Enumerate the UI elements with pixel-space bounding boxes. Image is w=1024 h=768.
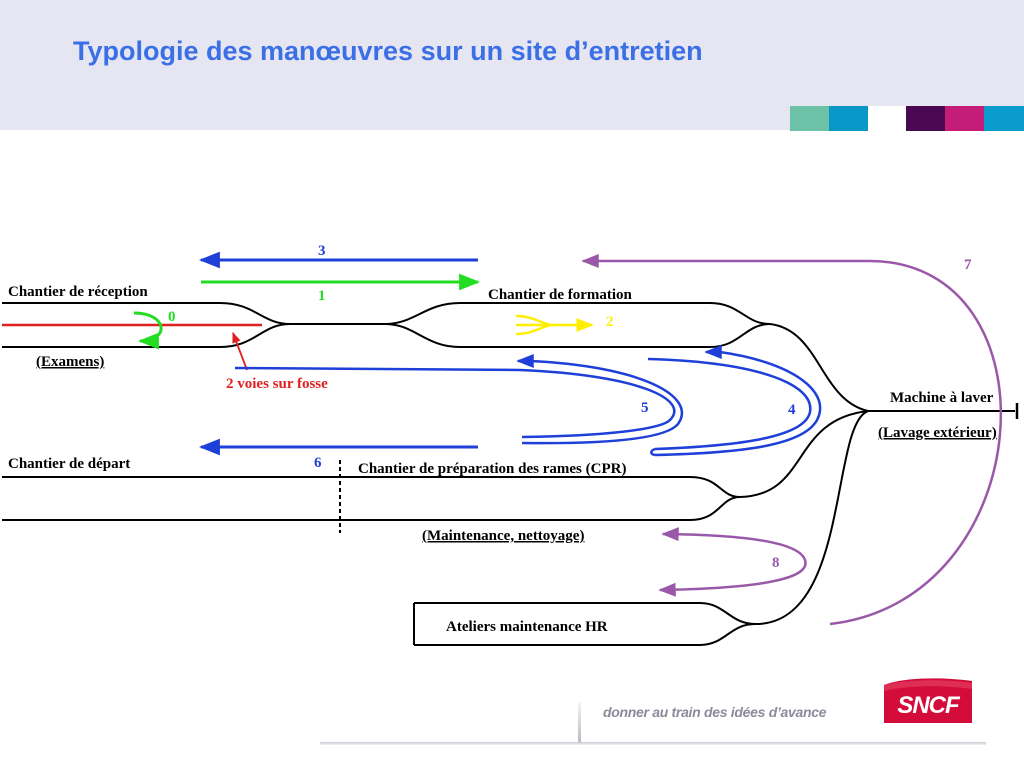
maneuver-0-arrow [133,311,163,350]
maneuver-2-arrow [515,314,594,336]
color-swatch-6 [984,106,1024,131]
maneuver-5-number: 5 [641,400,649,416]
color-swatch-1 [790,106,829,131]
maneuver-3-number: 3 [318,243,326,259]
maneuver-4-arrow [647,345,822,457]
track-reception-lower [2,323,291,348]
maneuver-7-arrow [581,254,1003,626]
label-cpr: Chantier de préparation des rames (CPR) [358,461,626,477]
track-ateliers-exit [754,410,869,626]
track-reception-upper [2,302,291,325]
maneuver-5-arrow [234,354,684,445]
label-machine: Machine à laver [890,390,994,406]
label-lavage: (Lavage extérieur) [878,425,997,441]
label-examens: (Examens) [36,354,104,370]
sncf-logo: SNCF [884,678,972,723]
maneuver-1-number: 1 [318,288,326,304]
slide-title: Typologie des manœuvres sur un site d’en… [73,36,703,66]
maneuver-8-number: 8 [772,555,780,571]
track-formation-exit [769,323,869,412]
track-ateliers-lower [414,623,756,646]
track-ateliers-upper [414,602,756,625]
maneuver-6-number: 6 [314,455,322,471]
label-ateliers: Ateliers maintenance HR [446,619,608,635]
track-depart-lower [2,496,741,521]
color-swatch-5 [945,106,984,131]
track-formation-lower [384,323,771,348]
label-depart: Chantier de départ [8,456,130,472]
sncf-logo-text: SNCF [897,692,961,719]
color-swatch-3 [868,106,906,131]
maneuver-2-number: 2 [606,314,614,330]
maneuver-8-arrow [658,527,807,597]
label-fosse: 2 voies sur fosse [226,376,328,392]
color-swatch-4 [906,106,945,131]
label-formation: Chantier de formation [488,287,633,303]
footer-tagline: donner au train des idées d’avance [603,704,827,720]
maneuver-7-number: 7 [964,257,972,273]
track-formation-upper [384,302,771,325]
track-network [2,302,1019,646]
footer-line [320,742,986,745]
maneuver-4-number: 4 [788,402,796,418]
maneuver-0-number: 0 [168,309,176,325]
fosse-pointer-arrow [232,331,248,371]
track-cpr-exit [739,410,869,498]
label-maintenance: (Maintenance, nettoyage) [422,528,584,544]
label-reception: Chantier de réception [8,284,148,300]
color-swatch-2 [829,106,868,131]
track-depart-upper [2,476,741,498]
footer-divider-post [578,702,581,744]
